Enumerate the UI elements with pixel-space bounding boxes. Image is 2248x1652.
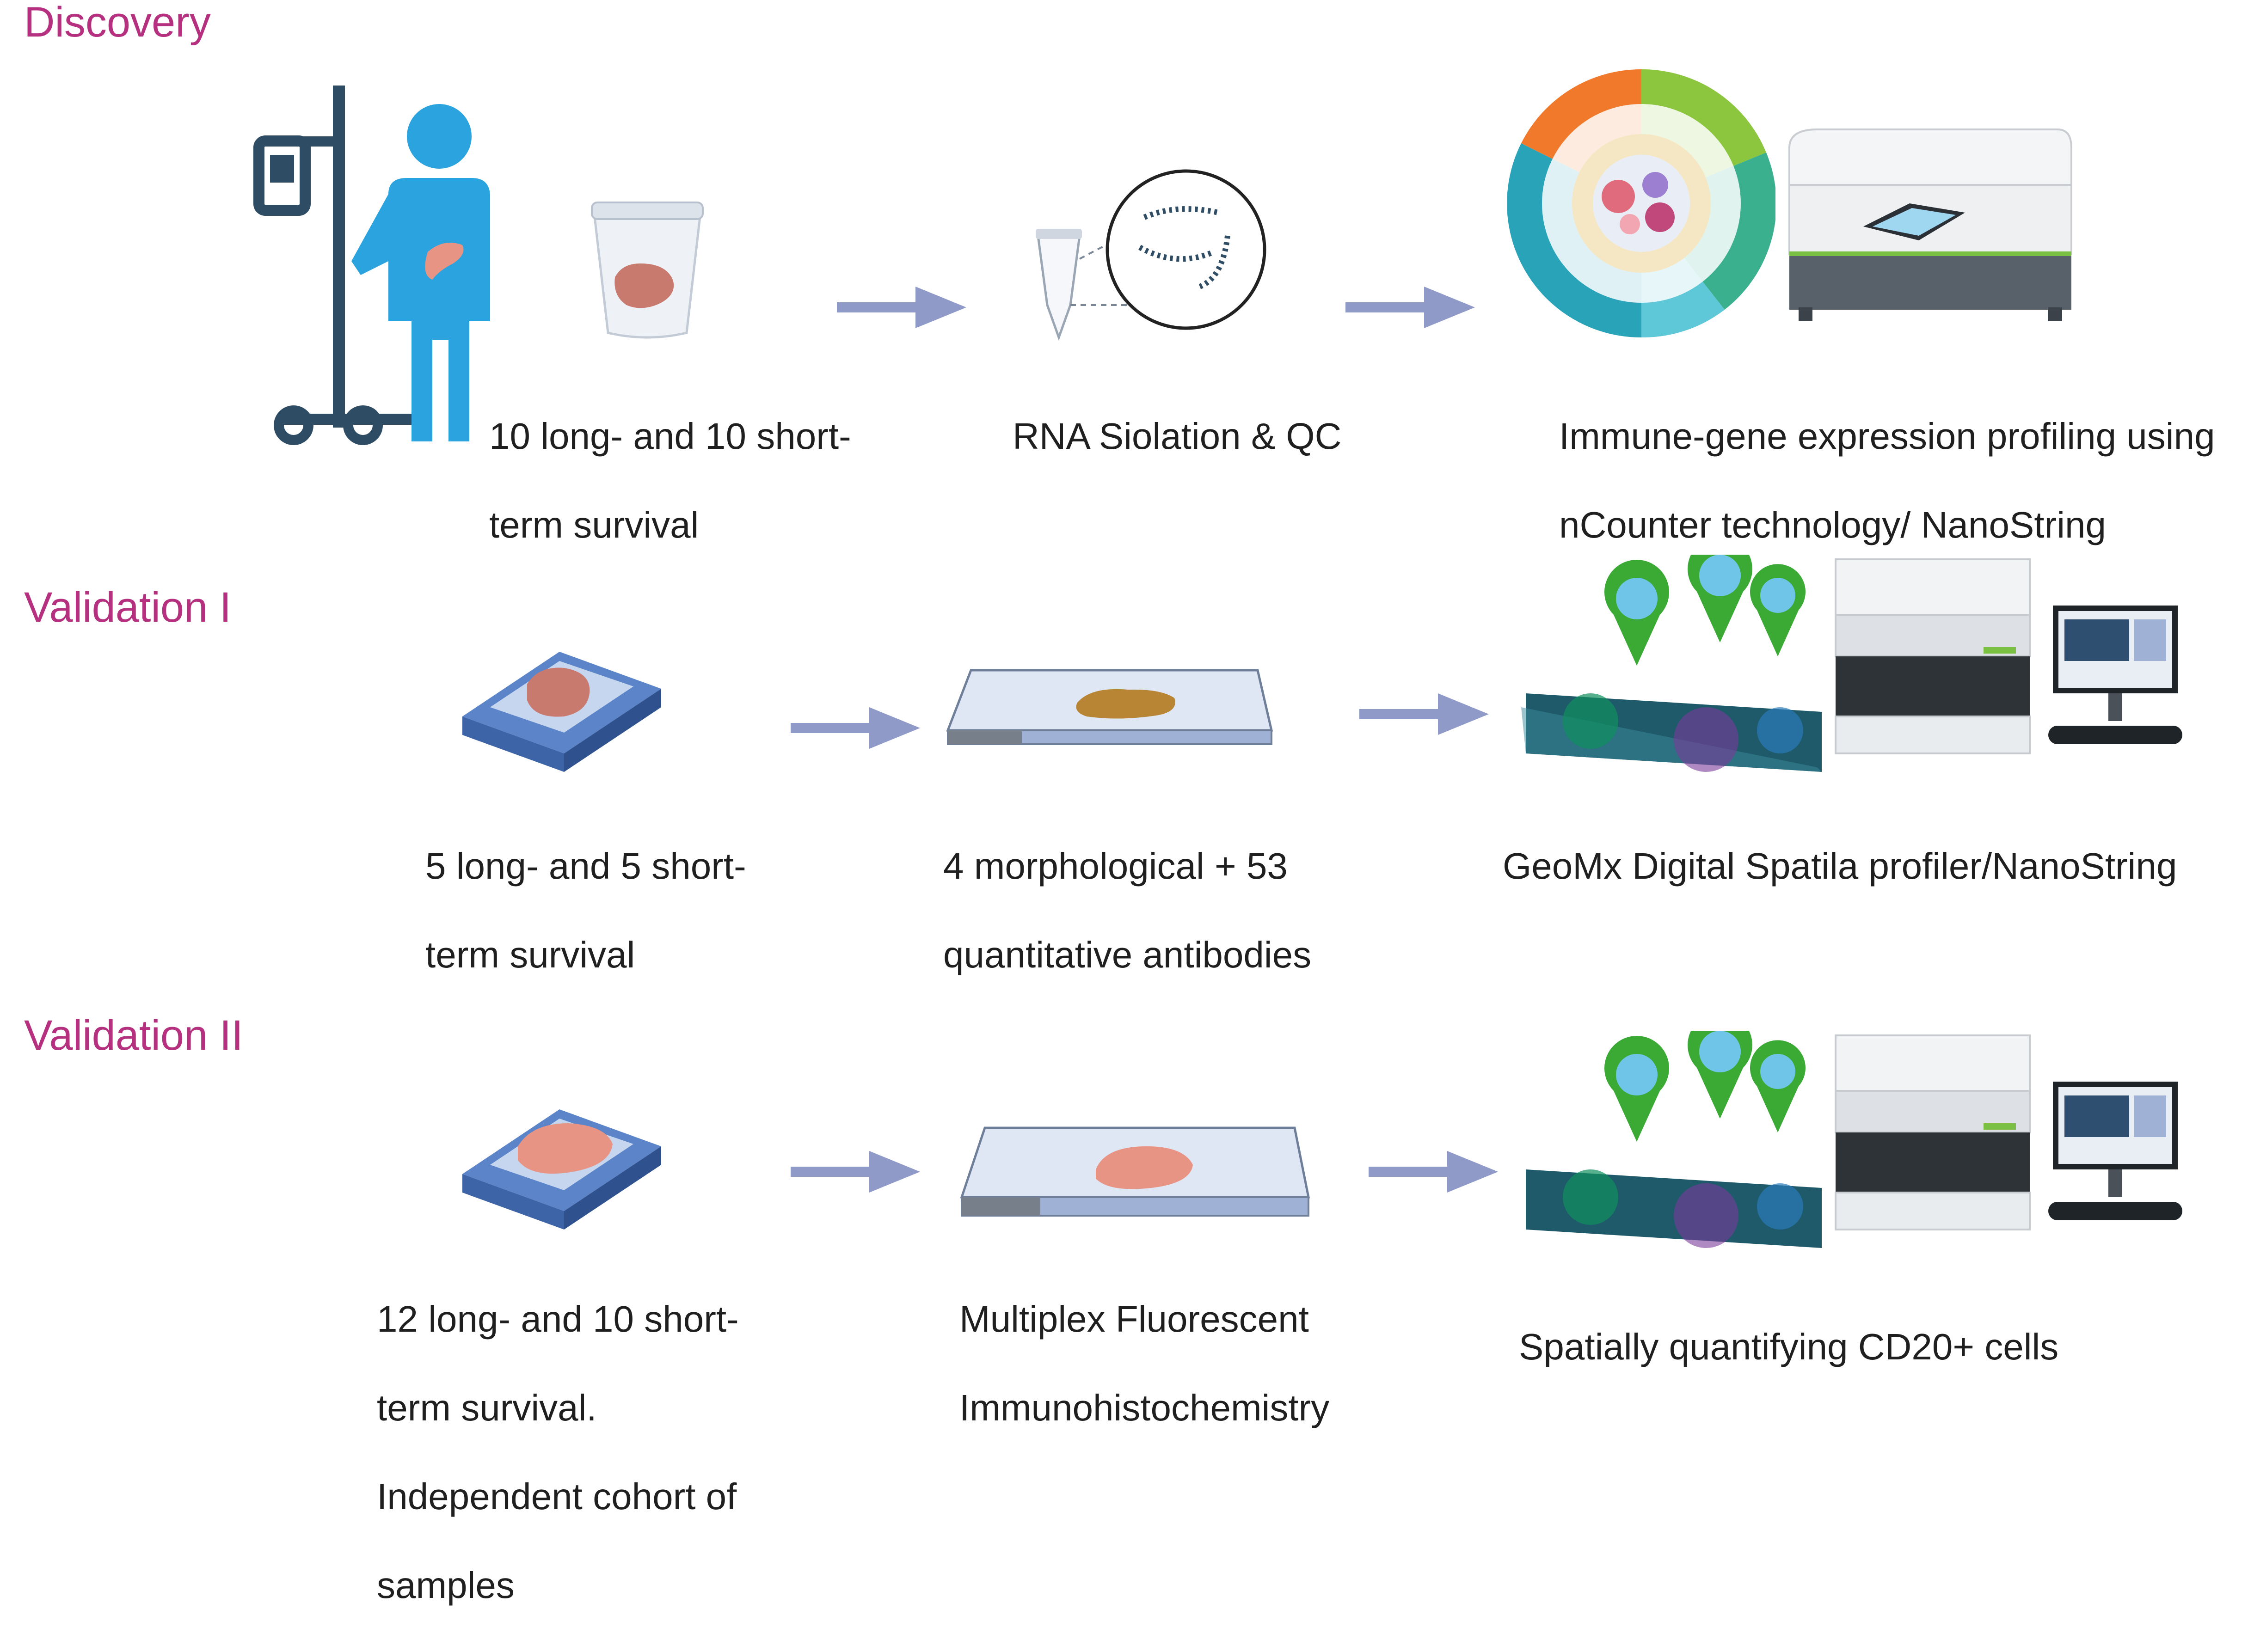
caption-line: 12 long- and 10 short- [377, 1298, 739, 1340]
rna-isolation-icon [1036, 169, 1266, 341]
caption-line: Immune-gene expression profiling using [1559, 416, 2215, 457]
tissue-container-icon [591, 202, 704, 339]
section-title-discovery: Discovery [24, 0, 211, 46]
stained-slide-icon [946, 669, 1273, 745]
caption-rna-isolation: RNA Siolation & QC [1013, 370, 1341, 503]
workflow-diagram: Discovery Validation I Validation II [24, 0, 2215, 1606]
caption-line: Immunohistochemistry [959, 1387, 1330, 1428]
ncounter-instrument-icon [1788, 128, 2072, 321]
tissue-block-icon-2 [462, 1109, 661, 1230]
caption-line: Independent cohort of [377, 1476, 737, 1517]
arrow-3-2 [1369, 1151, 1498, 1193]
caption-ncounter-profiling: Immune-gene expression profiling using n… [1559, 370, 2215, 592]
arrow-3-1 [791, 1151, 920, 1193]
fluorescent-slide-icon [960, 1126, 1310, 1217]
section-title-validation-1: Validation I [24, 584, 232, 631]
caption-line: samples [377, 1565, 515, 1606]
caption-geomx: GeoMx Digital Spatila profiler/NanoStrin… [1503, 800, 2177, 933]
immune-panel-wheel-icon [1507, 69, 1775, 337]
spatial-quantification-icon [1526, 1031, 2182, 1248]
patient-iv-icon [253, 86, 490, 445]
caption-line: term survival [425, 934, 635, 975]
caption-cd20-quantification: Spatially quantifying CD20+ cells [1519, 1280, 2058, 1413]
caption-multiplex-ihc: Multiplex Fluorescent Immunohistochemist… [959, 1253, 1329, 1475]
caption-line: nCounter technology/ NanoString [1559, 504, 2106, 545]
caption-validation1-cohort: 5 long- and 5 short- term survival [425, 800, 746, 1022]
caption-line: RNA Siolation & QC [1013, 416, 1342, 457]
arrow-2-1 [791, 707, 920, 749]
caption-line: GeoMx Digital Spatila profiler/NanoStrin… [1503, 845, 2177, 887]
caption-validation2-cohort: 12 long- and 10 short- term survival. In… [377, 1253, 739, 1652]
geomx-profiler-icon [1521, 555, 2182, 772]
section-title-validation-2: Validation II [24, 1012, 243, 1059]
arrow-2-2 [1359, 693, 1489, 735]
caption-line: 10 long- and 10 short- [489, 416, 851, 457]
caption-line: quantitative antibodies [943, 934, 1312, 975]
tissue-block-icon [462, 652, 661, 772]
caption-line: 4 morphological + 53 [943, 845, 1288, 887]
caption-discovery-cohort: 10 long- and 10 short- term survival [489, 370, 851, 592]
arrow-1-1 [837, 287, 966, 328]
caption-line: term survival. [377, 1387, 597, 1428]
caption-antibodies: 4 morphological + 53 quantitative antibo… [943, 800, 1311, 1022]
caption-line: 5 long- and 5 short- [425, 845, 746, 887]
caption-line: Spatially quantifying CD20+ cells [1519, 1326, 2059, 1367]
caption-line: Multiplex Fluorescent [959, 1298, 1309, 1340]
arrow-1-2 [1345, 287, 1475, 328]
caption-line: term survival [489, 504, 699, 545]
